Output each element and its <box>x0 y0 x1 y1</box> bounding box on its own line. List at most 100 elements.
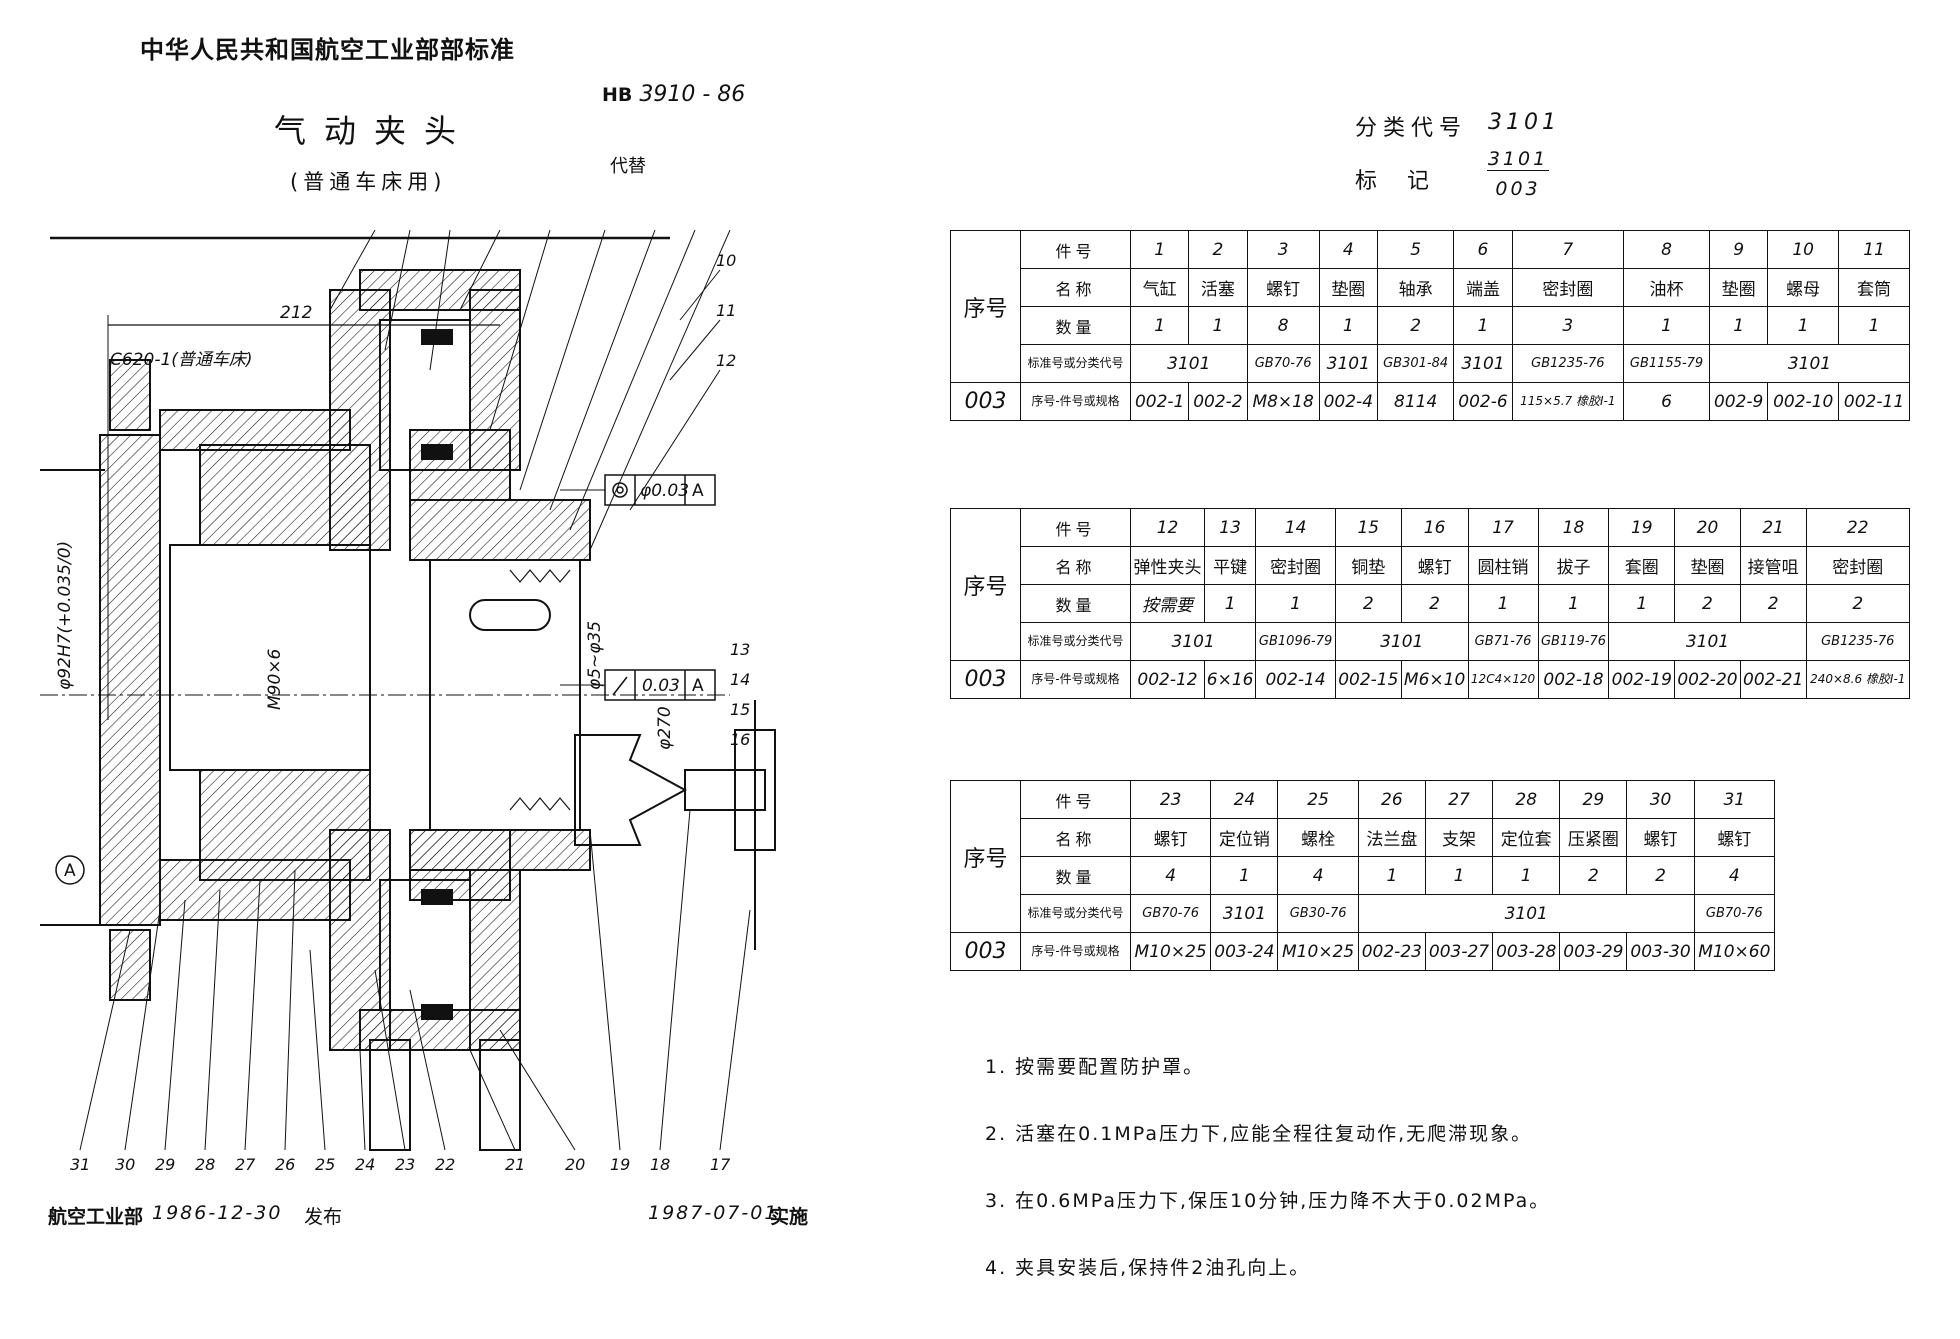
name-cell: 压紧圈 <box>1559 818 1628 857</box>
name-cell: 垫圈 <box>1318 268 1378 307</box>
mark-denominator: 003 <box>1495 178 1541 200</box>
qty-cell: 2 <box>1334 584 1402 623</box>
part-no-cell: 7 <box>1511 230 1625 269</box>
name-cell: 圆柱销 <box>1467 546 1539 585</box>
spec-cell: M10×25 <box>1277 932 1359 971</box>
name-cell: 垫圈 <box>1674 546 1741 585</box>
spec-cell: 003-24 <box>1210 932 1279 971</box>
dia-270-label: φ270 <box>655 706 675 750</box>
spec-cell: 002-4 <box>1318 382 1378 421</box>
name-cell: 铜垫 <box>1334 546 1402 585</box>
callout-number: 11 <box>716 301 736 320</box>
note-item: 2. 活塞在0.1MPa压力下,应能全程往复动作,无爬滞现象。 <box>985 1123 1533 1145</box>
spec-cell: 003-29 <box>1559 932 1628 971</box>
standard-cell: 3101 <box>1129 622 1257 661</box>
qty-cell: 1 <box>1838 306 1910 345</box>
qty-cell: 1 <box>1537 584 1610 623</box>
part-no-cell: 18 <box>1537 508 1610 547</box>
qty-cell: 1 <box>1318 306 1378 345</box>
spec-cell: M6×10 <box>1400 660 1469 699</box>
table-code: 003 <box>950 932 1021 971</box>
part-no-cell: 25 <box>1277 780 1359 819</box>
row-header: 数量 <box>1020 856 1131 895</box>
standard-cell: GB301-84 <box>1376 344 1455 383</box>
spec-cell: 002-18 <box>1537 660 1610 699</box>
standard-cell: 3101 <box>1453 344 1513 383</box>
callout-number: 15 <box>730 700 750 719</box>
name-cell: 接管咀 <box>1739 546 1807 585</box>
callout-number: 3 <box>446 230 456 234</box>
callout-number: 29 <box>155 1155 175 1174</box>
qty-cell: 2 <box>1376 306 1455 345</box>
spec-cell: 115×5.7 橡胶I-1 <box>1511 382 1625 421</box>
part-no-cell: 4 <box>1318 230 1378 269</box>
callout-number: 7 <box>651 230 662 234</box>
name-cell: 活塞 <box>1188 268 1248 307</box>
standard-cell: GB1096-79 <box>1255 622 1336 661</box>
callout-number: 20 <box>565 1155 585 1174</box>
spec-cell: 8114 <box>1376 382 1455 421</box>
row-header: 序号-件号或规格 <box>1020 382 1131 421</box>
part-no-cell: 2 <box>1188 230 1248 269</box>
qty-cell: 1 <box>1188 306 1248 345</box>
standard-cell: GB1235-76 <box>1805 622 1910 661</box>
standard-cell: 3101 <box>1334 622 1469 661</box>
table-code: 003 <box>950 382 1021 421</box>
mark-label: 标记 <box>1355 169 1460 194</box>
name-cell: 螺栓 <box>1277 818 1359 857</box>
note-item: 4. 夹具安装后,保持件2油孔向上。 <box>985 1257 1311 1279</box>
spec-cell: 002-14 <box>1255 660 1336 699</box>
row-header: 件号 <box>1020 780 1131 819</box>
callout-number: 30 <box>115 1155 135 1174</box>
part-no-cell: 30 <box>1626 780 1695 819</box>
name-cell: 定位销 <box>1210 818 1279 857</box>
standard-cell: 3101 <box>1608 622 1807 661</box>
part-no-cell: 28 <box>1492 780 1561 819</box>
qty-cell: 2 <box>1805 584 1910 623</box>
spec-cell: 002-20 <box>1674 660 1741 699</box>
standard-cell: GB1155-79 <box>1623 344 1710 383</box>
name-cell: 气缸 <box>1129 268 1190 307</box>
qty-cell: 1 <box>1357 856 1426 895</box>
part-no-cell: 3 <box>1246 230 1320 269</box>
spec-cell: 002-1 <box>1129 382 1190 421</box>
qty-cell: 1 <box>1708 306 1769 345</box>
callout-number: 13 <box>730 640 750 659</box>
callout-number: 14 <box>730 670 750 689</box>
name-cell: 螺钉 <box>1693 818 1776 857</box>
issuing-organization: 中华人民共和国航空工业部部标准 <box>140 36 515 64</box>
table-row: 名称气缸活塞螺钉垫圈轴承端盖密封圈油杯垫圈螺母套筒 <box>951 268 1910 307</box>
spec-cell: 002-2 <box>1188 382 1248 421</box>
row-header: 名称 <box>1020 546 1131 585</box>
callout-number: 23 <box>395 1155 415 1174</box>
tolerance-2-datum: A <box>692 676 704 696</box>
spec-cell: 002-21 <box>1739 660 1807 699</box>
pneumatic-chuck-drawing: 212 C620-1(普通车床) φ92H7(+0.035/0) M90×6 φ… <box>40 230 776 1174</box>
tolerance-1-datum: A <box>692 481 704 501</box>
qty-cell: 2 <box>1739 584 1807 623</box>
callout-number: 6 <box>601 230 611 234</box>
row-header: 数量 <box>1020 584 1131 623</box>
name-cell: 螺母 <box>1767 268 1840 307</box>
part-no-cell: 27 <box>1424 780 1494 819</box>
part-no-cell: 20 <box>1674 508 1741 547</box>
table-row: 名称弹性夹头平键密封圈铜垫螺钉圆柱销拔子套圈垫圈接管咀密封圈 <box>951 546 1910 585</box>
datum-a-label: A <box>64 861 76 881</box>
callout-number: 24 <box>355 1155 375 1174</box>
row-header: 件号 <box>1020 508 1131 547</box>
part-no-cell: 31 <box>1693 780 1776 819</box>
name-cell: 密封圈 <box>1805 546 1910 585</box>
qty-cell: 2 <box>1626 856 1695 895</box>
qty-cell: 按需要 <box>1129 584 1206 623</box>
name-cell: 垫圈 <box>1708 268 1769 307</box>
callout-number: 16 <box>730 730 750 749</box>
